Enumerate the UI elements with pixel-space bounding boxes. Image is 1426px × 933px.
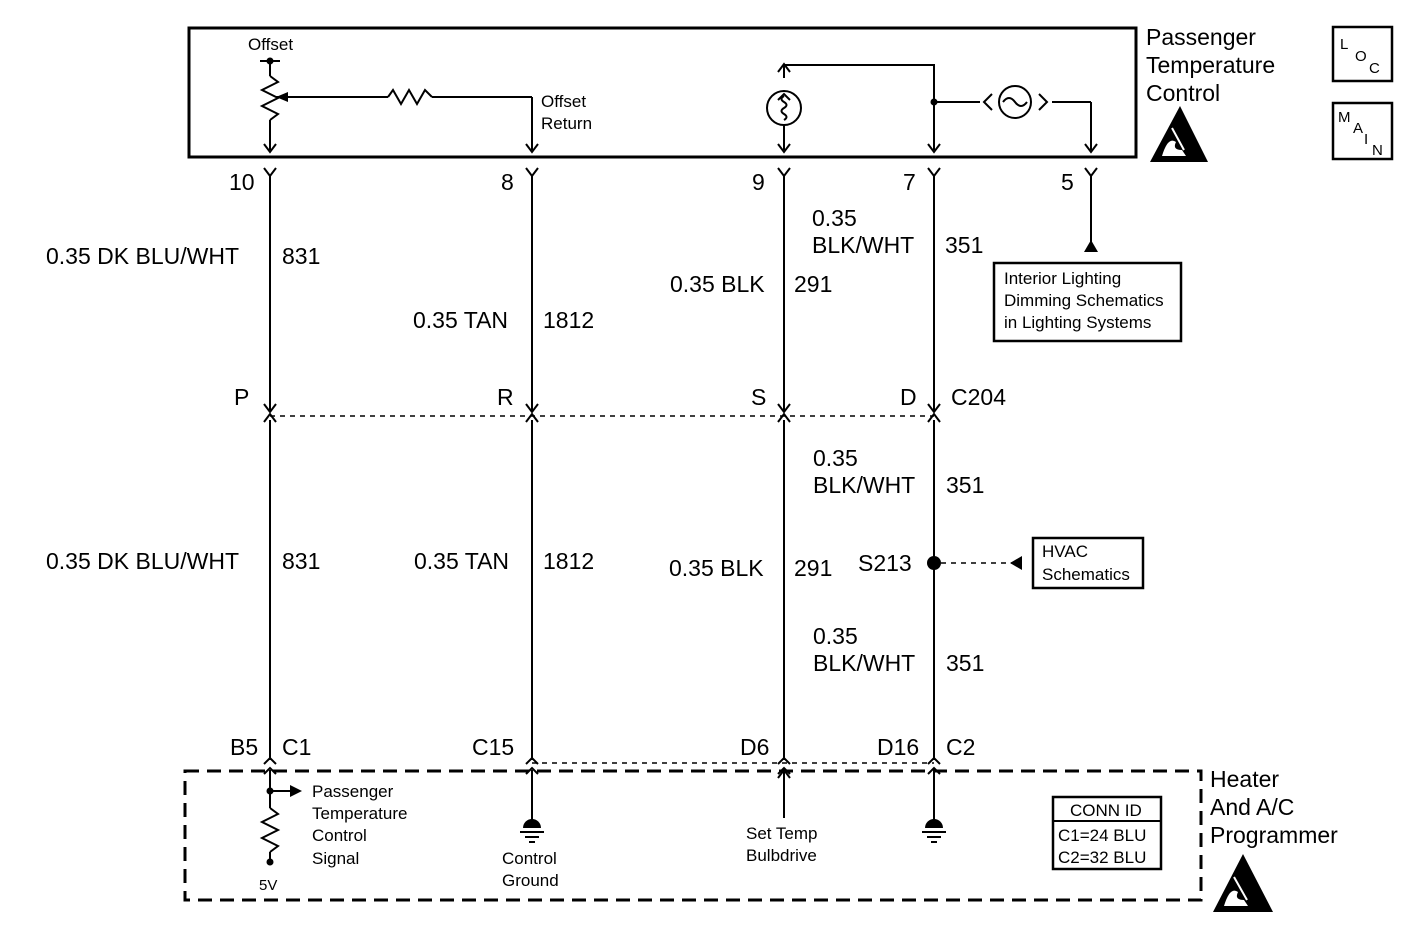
dimmer-lamp-icon xyxy=(927,85,1098,154)
splice-s213 xyxy=(927,556,941,570)
wire-291-upper-circuit: 291 xyxy=(794,271,832,297)
ptc-signal-label-1: Passenger xyxy=(312,782,394,801)
esd-warning-icon-top xyxy=(1150,106,1208,162)
wire-351-upper-desc-1: 0.35 xyxy=(812,205,857,231)
programmer-title-1: Heater xyxy=(1210,766,1279,792)
wire-351-lower-desc-2: BLK/WHT xyxy=(813,650,915,676)
svg-text:I: I xyxy=(1364,131,1368,148)
ptc-signal-label-4: Signal xyxy=(312,849,359,868)
c204-pin-s: S xyxy=(751,384,766,410)
svg-text:C1=24 BLU: C1=24 BLU xyxy=(1058,826,1146,845)
set-temp-label-2: Bulbdrive xyxy=(746,846,817,865)
set-temp-arrow-icon xyxy=(777,768,791,818)
pin-7: 7 xyxy=(903,169,916,195)
hvac-reference: HVAC Schematics xyxy=(1031,536,1145,590)
top-connector-chevrons xyxy=(263,167,1098,178)
svg-text:Interior Lighting: Interior Lighting xyxy=(1004,269,1121,288)
control-ground-icon xyxy=(520,770,544,843)
main-badge: M A I N xyxy=(1331,101,1394,161)
wire-831-upper-desc: 0.35 DK BLU/WHT xyxy=(46,243,239,269)
svg-text:Dimming Schematics: Dimming Schematics xyxy=(1004,291,1164,310)
ptc-signal-resistor xyxy=(259,770,302,866)
pin-c15: C15 xyxy=(472,734,514,760)
wire-291-upper-desc: 0.35 BLK xyxy=(670,271,765,297)
control-ground-label-1: Control xyxy=(502,849,557,868)
pin-d6: D6 xyxy=(740,734,769,760)
wire-1812-upper-circuit: 1812 xyxy=(543,307,594,333)
pin-d16: D16 xyxy=(877,734,919,760)
pin-10: 10 xyxy=(229,169,255,195)
svg-text:M: M xyxy=(1338,109,1351,126)
ptc-title-3: Control xyxy=(1146,80,1220,106)
hvac-arrow-icon xyxy=(1010,556,1022,570)
wire-351-mid-desc-1: 0.35 xyxy=(813,445,858,471)
bulb-icon xyxy=(766,62,935,154)
offset-potentiometer xyxy=(259,57,388,154)
conn-id-table: CONN ID C1=24 BLU C2=32 BLU xyxy=(1051,795,1163,871)
pin-8: 8 xyxy=(501,169,514,195)
wire-351-mid-desc-2: BLK/WHT xyxy=(813,472,915,498)
wire-1812-lower-circuit: 1812 xyxy=(543,548,594,574)
set-temp-label-1: Set Temp xyxy=(746,824,818,843)
heater-ac-programmer-box xyxy=(183,769,1203,902)
ptc-title-2: Temperature xyxy=(1146,52,1275,78)
svg-text:Schematics: Schematics xyxy=(1042,565,1130,584)
pin-b5: B5 xyxy=(230,734,258,760)
svg-text:C2=32 BLU: C2=32 BLU xyxy=(1058,848,1146,867)
wire-1812-lower-desc: 0.35 TAN xyxy=(414,548,509,574)
wire-831-lower-circuit: 831 xyxy=(282,548,320,574)
offset-resistor xyxy=(387,87,539,154)
5v-label: 5V xyxy=(259,877,277,894)
esd-warning-icon-bottom xyxy=(1213,854,1273,912)
c204-pin-p: P xyxy=(234,384,249,410)
wire-831-lower-desc: 0.35 DK BLU/WHT xyxy=(46,548,239,574)
offset-return-label-2: Return xyxy=(541,114,592,133)
wire-351-lower-desc-1: 0.35 xyxy=(813,623,858,649)
wire-351-mid-circuit: 351 xyxy=(946,472,984,498)
svg-text:C: C xyxy=(1369,60,1380,77)
svg-text:N: N xyxy=(1372,142,1383,159)
splice-s213-label: S213 xyxy=(858,550,912,576)
pin-9: 9 xyxy=(752,169,765,195)
wire-351-upper-circuit: 351 xyxy=(945,232,983,258)
wire-291-lower-desc: 0.35 BLK xyxy=(669,555,764,581)
offset-label: Offset xyxy=(248,35,293,54)
svg-text:O: O xyxy=(1355,48,1367,65)
ptc-signal-label-3: Control xyxy=(312,826,367,845)
programmer-title-3: Programmer xyxy=(1210,822,1338,848)
c204-connector-name: C204 xyxy=(951,384,1006,410)
wire-351-lower-circuit: 351 xyxy=(946,650,984,676)
wire-831-upper-circuit: 831 xyxy=(282,243,320,269)
ground-icon xyxy=(922,770,946,843)
pin-5: 5 xyxy=(1061,169,1074,195)
ptc-signal-label-2: Temperature xyxy=(312,804,407,823)
loc-badge: L O C xyxy=(1331,25,1394,83)
svg-text:L: L xyxy=(1340,36,1348,53)
c204-pin-d: D xyxy=(900,384,917,410)
reference-arrow-icon xyxy=(1084,240,1098,252)
c204-pin-r: R xyxy=(497,384,514,410)
wire-1812-upper-desc: 0.35 TAN xyxy=(413,307,508,333)
interior-lighting-reference: Interior Lighting Dimming Schematics in … xyxy=(992,261,1183,343)
svg-text:HVAC: HVAC xyxy=(1042,542,1088,561)
ptc-title-1: Passenger xyxy=(1146,24,1256,50)
control-ground-label-2: Ground xyxy=(502,871,559,890)
passenger-temp-control-box xyxy=(187,26,1138,159)
programmer-title-2: And A/C xyxy=(1210,794,1294,820)
svg-text:in Lighting Systems: in Lighting Systems xyxy=(1004,313,1151,332)
svg-text:CONN ID: CONN ID xyxy=(1070,801,1142,820)
c204-chevrons xyxy=(263,403,941,423)
connector-c2: C2 xyxy=(946,734,975,760)
offset-return-label-1: Offset xyxy=(541,92,586,111)
connector-c1: C1 xyxy=(282,734,311,760)
wire-351-upper-desc-2: BLK/WHT xyxy=(812,232,914,258)
svg-text:A: A xyxy=(1353,120,1363,137)
wire-291-lower-circuit: 291 xyxy=(794,555,832,581)
